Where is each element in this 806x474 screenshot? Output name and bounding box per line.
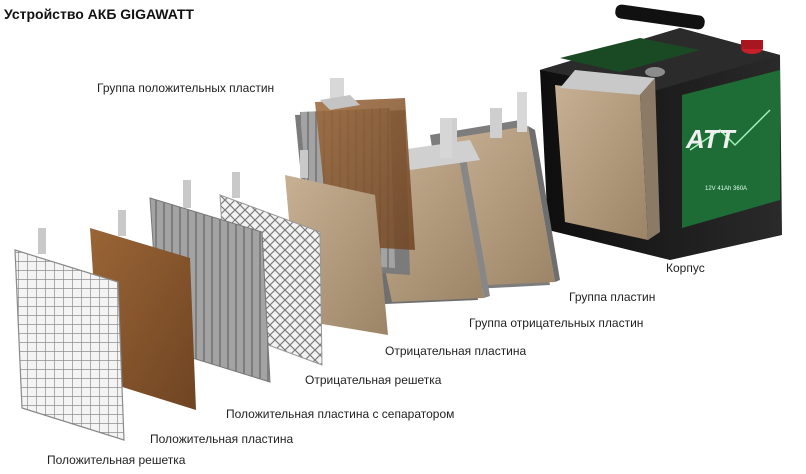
label-negative-grid: Отрицательная решетка [305,373,442,387]
label-case: Корпус [666,261,705,275]
positive-grid [14,228,125,441]
label-plate-group: Группа пластин [569,290,656,304]
page-title: Устройство АКБ GIGAWATT [4,6,194,22]
label-positive-grid: Положительная решетка [47,453,186,467]
label-negative-plate-group: Группа отрицательных пластин [469,316,644,330]
label-positive-plate: Положительная пластина [150,432,294,446]
negative-terminal [645,67,665,77]
battery-spec-text: 12V 41Ah 360A [705,186,747,192]
label-positive-plate-separator: Положительная пластина с сепаратором [226,407,455,421]
battery-brand-text: ATT [685,124,737,154]
label-positive-plate-group: Группа положительных пластин [97,81,275,95]
label-negative-plate: Отрицательная пластина [385,344,527,358]
battery-case: ATT 12V 41Ah 360A [540,4,782,260]
case-cutaway-plates [555,85,648,240]
